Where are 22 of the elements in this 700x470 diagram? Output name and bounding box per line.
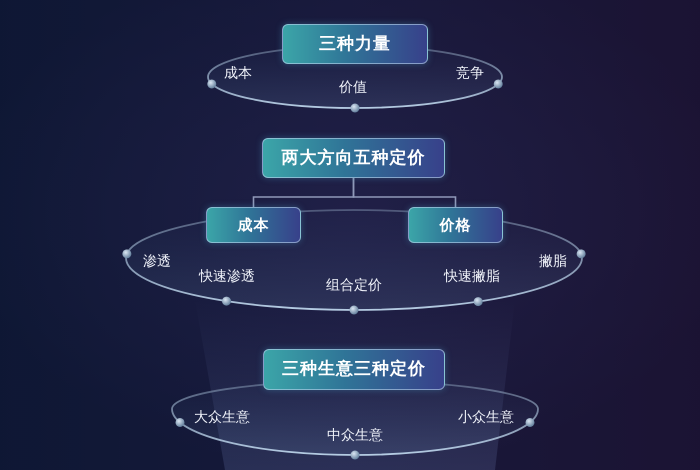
title-panel: [282, 24, 428, 64]
ring-label: 价值: [339, 80, 367, 96]
connector-line: [352, 178, 456, 207]
ring-label: 撇脂: [539, 254, 567, 270]
panel-title: 三种力量: [319, 34, 391, 54]
ring-label: 快速渗透: [199, 268, 255, 286]
ring-label: 成本: [224, 66, 252, 82]
panel-title: 两大方向五种定价: [282, 148, 426, 168]
ring-label: 中众生意: [327, 428, 383, 444]
ring-label: 组合定价: [326, 278, 382, 294]
title-panel: [262, 138, 445, 178]
title-panel: [206, 207, 301, 243]
ring-label: 快速撇脂: [444, 268, 500, 286]
panel-title: 价格: [440, 216, 472, 234]
title-panel: [263, 349, 445, 390]
ring-label: 竞争: [456, 66, 484, 82]
panel-title: 三种生意三种定价: [282, 359, 426, 380]
ring-label: 渗透: [143, 254, 171, 270]
panel-title: 成本: [238, 216, 270, 234]
ring-label: 小众生意: [458, 410, 514, 426]
title-panel: [408, 207, 503, 243]
ring-label: 大众生意: [194, 410, 250, 426]
